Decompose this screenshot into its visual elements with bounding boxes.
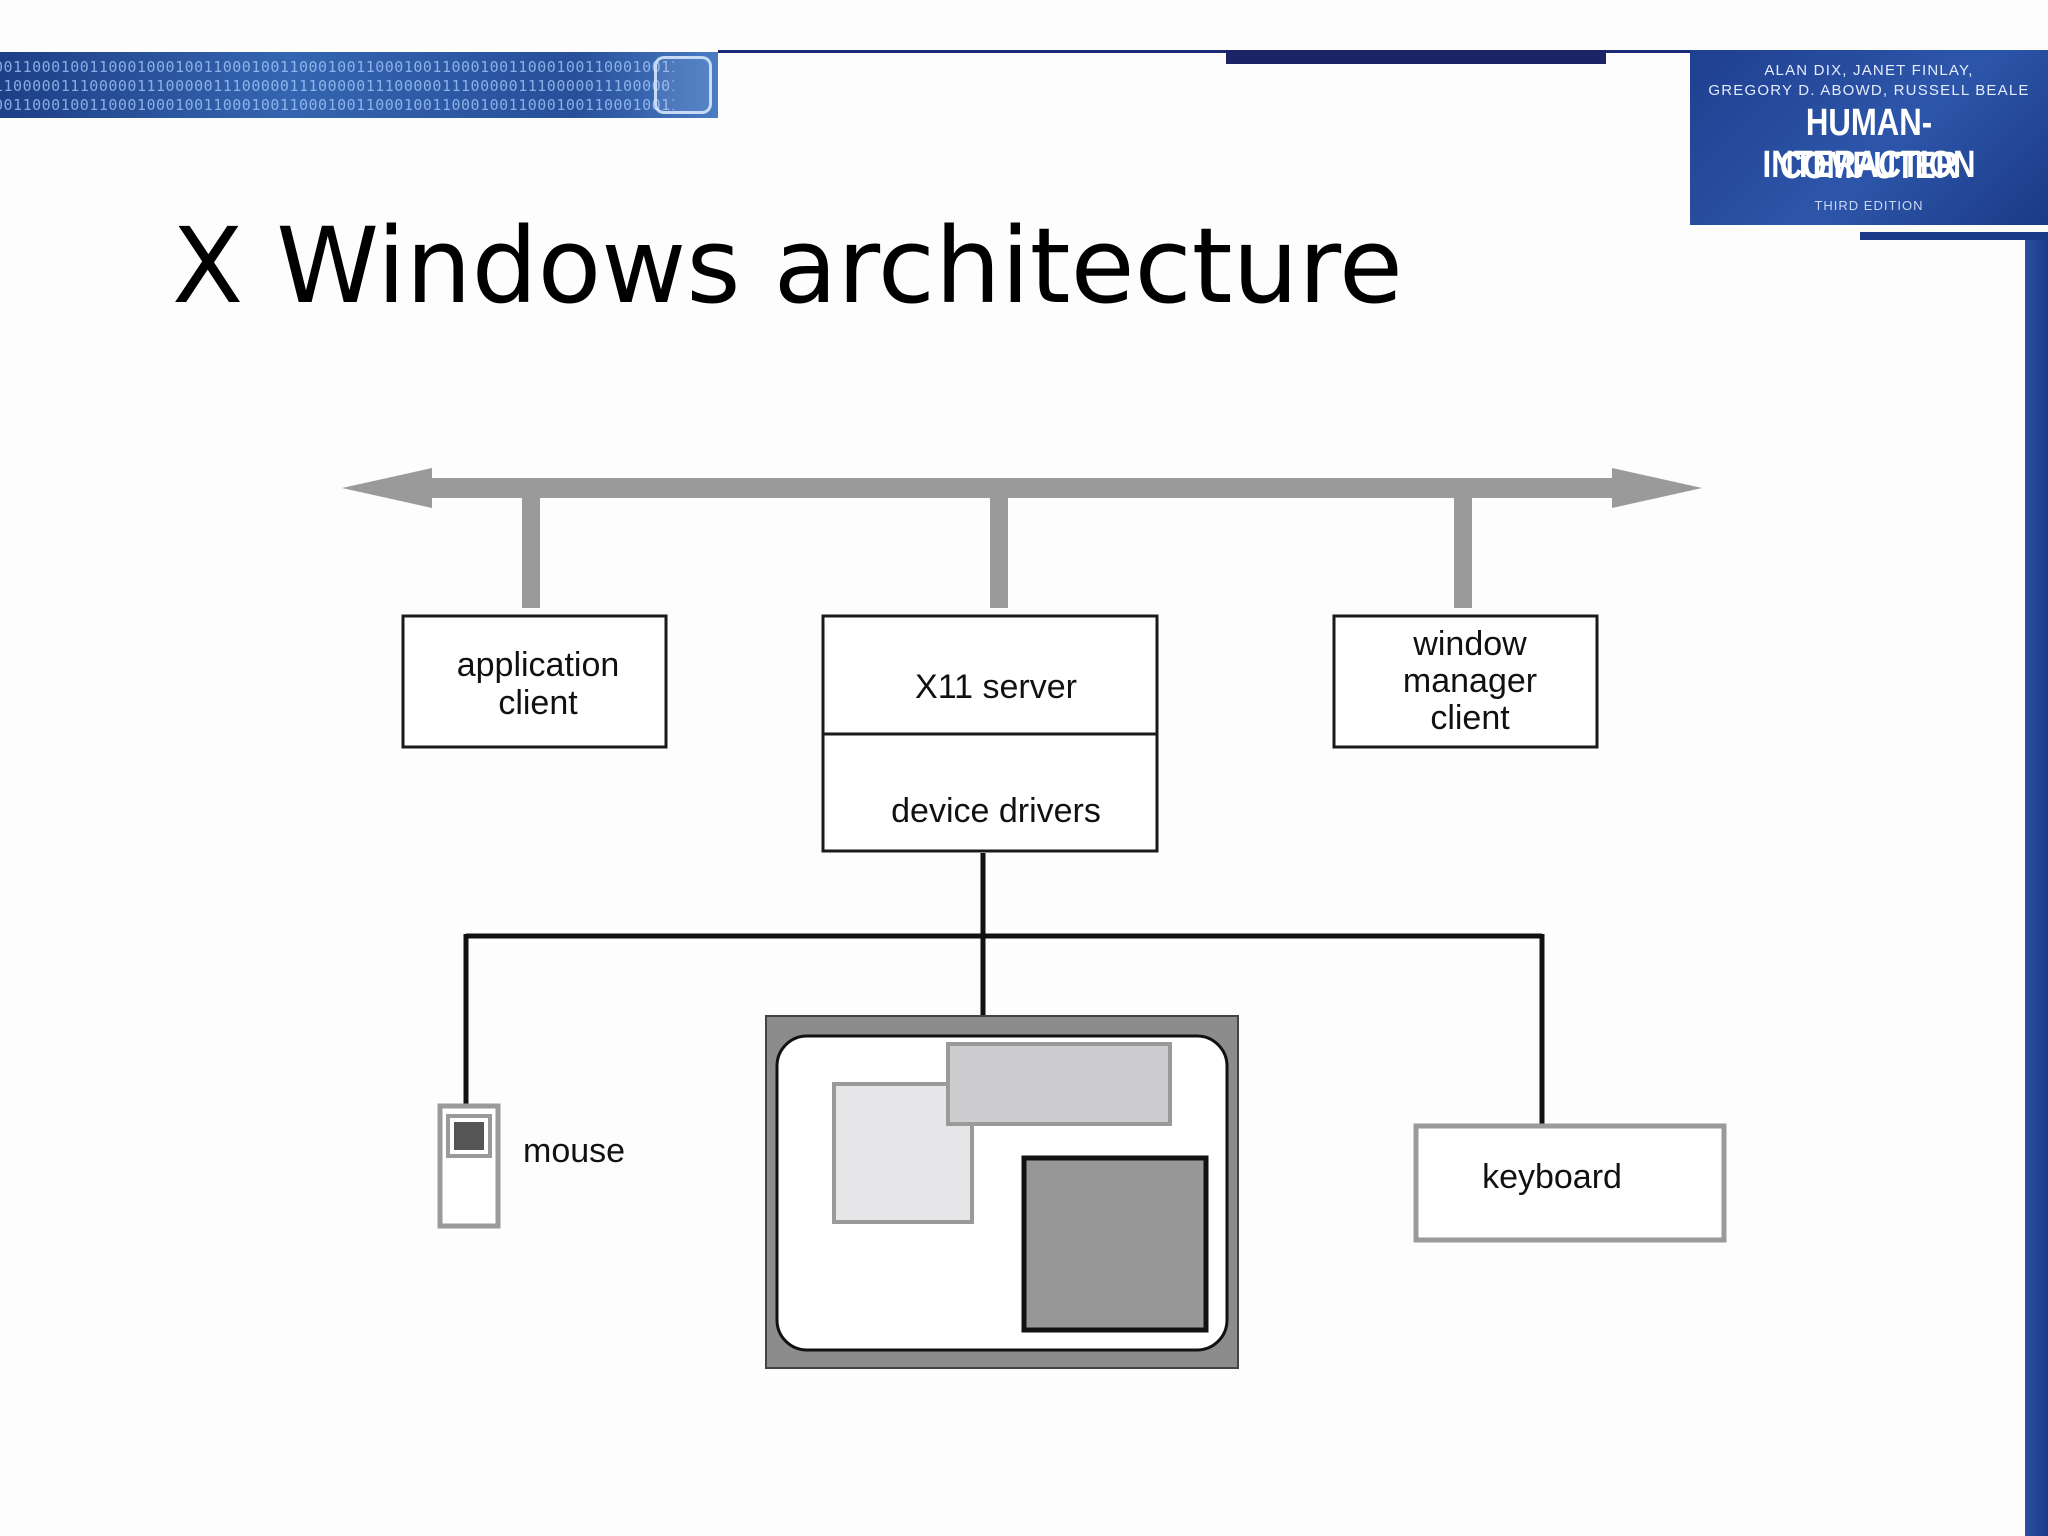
keyboard-frame <box>1413 1123 1727 1243</box>
right-edge-stripe <box>2025 240 2048 1536</box>
window-manager-client-frame <box>1332 614 1599 749</box>
book-edition: THIRD EDITION <box>1814 198 1924 213</box>
screen-window-mid <box>946 1042 1172 1126</box>
x11-server-label: X11 server <box>915 668 1077 706</box>
book-cover-logo: ALAN DIX, JANET FINLAY, GREGORY D. ABOWD… <box>1690 50 2048 225</box>
mouse-button-icon <box>454 1122 484 1150</box>
network-bus <box>342 468 1702 608</box>
header-rule <box>718 50 1690 53</box>
book-title-line-1: HUMAN-COMPUTER <box>1779 102 1959 187</box>
binary-banner: 0011000100110001000100110001001100010011… <box>0 52 718 118</box>
bus-drop-window-manager <box>1454 496 1472 608</box>
banner-binary-line-1: 0011000100110001000100110001001100010011… <box>0 58 674 76</box>
mouse-device: mouse <box>437 1103 625 1229</box>
application-client-box: application client <box>401 614 668 749</box>
book-authors-line-2: GREGORY D. ABOWD, RUSSELL BEALE <box>1708 82 2030 99</box>
application-client-label-2: client <box>498 684 578 722</box>
network-bus-line <box>420 478 1630 498</box>
window-manager-label-2: manager <box>1403 662 1537 700</box>
window-manager-client-box: window manager client <box>1332 614 1599 749</box>
application-client-frame <box>401 614 668 749</box>
network-bus-right-arrowhead <box>1612 468 1702 508</box>
book-authors-line-1: ALAN DIX, JANET FINLAY, <box>1764 62 1974 79</box>
keyboard-device: keyboard <box>1413 1123 1727 1243</box>
device-wiring <box>463 853 1545 1124</box>
right-edge-cap <box>1860 232 2048 240</box>
banner-emblem-icon <box>654 56 712 114</box>
banner-binary-line-3: 0011000100110001000100110001001100010011… <box>0 96 674 114</box>
screen-window-dark <box>1021 1155 1209 1333</box>
page-title: X Windows architecture <box>172 205 1403 327</box>
application-client-label-1: application <box>457 646 620 684</box>
book-title-line-2: INTERACTION <box>1762 144 1976 186</box>
keyboard-label: keyboard <box>1482 1158 1622 1196</box>
mouse-label: mouse <box>523 1132 625 1170</box>
network-bus-left-arrowhead <box>342 468 432 508</box>
window-manager-label-1: window <box>1412 625 1527 663</box>
header-bar <box>1226 50 1606 64</box>
bus-drop-application <box>522 496 540 608</box>
bus-drop-server <box>990 496 1008 608</box>
window-manager-label-3: client <box>1430 699 1510 737</box>
banner-binary-line-2: 1100000111000001110000011100000111000001… <box>0 77 674 95</box>
screen-device <box>765 1015 1239 1369</box>
x11-server-box: X11 server device drivers <box>821 614 1159 853</box>
device-drivers-label: device drivers <box>891 792 1101 830</box>
